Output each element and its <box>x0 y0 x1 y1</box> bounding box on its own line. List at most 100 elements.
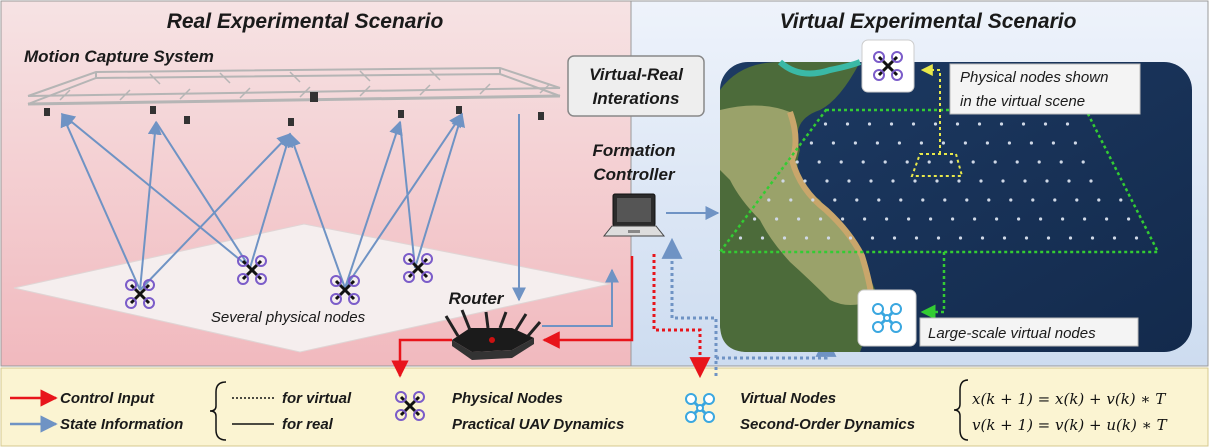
virtual-node-dot <box>919 141 924 145</box>
virtual-node-dot <box>1068 236 1073 240</box>
callout-line1: Physical nodes shown <box>960 69 1108 86</box>
virtual-node-dot <box>1045 179 1049 183</box>
callout-box <box>949 63 1141 115</box>
legend-brace <box>209 381 227 441</box>
large-scale-pointer <box>920 252 946 320</box>
virtual-node-dot <box>1043 122 1048 126</box>
router-label: Router <box>449 289 505 308</box>
virtual-node-dot <box>855 198 859 202</box>
state-link-router-laptop <box>542 268 619 327</box>
virtual-node-dot <box>941 141 946 145</box>
router-icon <box>444 309 542 360</box>
large-scale-label: Large-scale virtual nodes <box>928 325 1096 342</box>
virtual-node-dot <box>819 217 823 221</box>
virtual-node-dot <box>833 198 837 202</box>
virtual-node-dot <box>847 179 851 183</box>
virtual-node-dot <box>885 217 889 221</box>
virtual-node-dot <box>1097 198 1101 202</box>
virtual-node-dot <box>795 160 799 164</box>
virtual-node-dot <box>767 198 771 202</box>
virtual-node-dot <box>789 198 793 202</box>
virtual-node-dot <box>1015 160 1019 164</box>
virtual-node-dot <box>823 122 828 126</box>
virtual-node-dot <box>811 198 815 202</box>
state-link-virtual-dotted <box>661 237 718 376</box>
virtual-node-dot <box>977 122 982 126</box>
virtual-node-dot <box>1009 198 1013 202</box>
legend-physical-nodes: Physical Nodes <box>452 390 563 407</box>
virtual-node-dot <box>889 122 894 126</box>
virtual-node-dot <box>1061 217 1065 221</box>
virtual-node-dot <box>826 236 831 240</box>
state-observation-lines <box>60 112 526 302</box>
virtual-real-line2: Interations <box>593 89 680 108</box>
legend-second-order: Second-Order Dynamics <box>740 416 915 433</box>
virtual-node-dot <box>817 160 821 164</box>
legend-practical-dynamics: Practical UAV Dynamics <box>452 416 624 433</box>
virtual-node-dot <box>804 236 809 240</box>
state-link-virtual-scene-dotted <box>716 335 837 360</box>
virtual-node-dot <box>1029 141 1033 145</box>
legend-for-real: for real <box>282 416 334 433</box>
physical-in-virtual-outline <box>910 153 964 177</box>
virtual-node-dot <box>929 217 933 221</box>
virtual-node-dot <box>775 217 779 221</box>
virtual-node-dot <box>1090 236 1095 240</box>
virtual-node-dot <box>899 198 903 202</box>
virtual-node-dot <box>870 236 875 240</box>
callout-line2: in the virtual scene <box>960 93 1085 110</box>
virtual-node-dot <box>913 179 917 183</box>
virtual-node-dot <box>1021 122 1026 126</box>
virtual-node-dot <box>927 160 931 164</box>
virtual-node-dot <box>1083 217 1087 221</box>
equation-position: x(k + 1) = x(k) + v(k) ∗ T <box>972 390 1166 408</box>
virtual-node-dot <box>825 179 829 183</box>
virtual-node-dot <box>979 179 983 183</box>
equation-brace <box>953 379 969 441</box>
control-link-router-physical <box>391 338 452 378</box>
virtual-node-dots <box>738 122 1139 240</box>
virtual-node-dot <box>867 122 872 126</box>
virtual-node-dot <box>839 160 843 164</box>
legend-control-label: Control Input <box>60 390 155 407</box>
virtual-node-dot <box>993 160 997 164</box>
virtual-scenario-title: Virtual Experimental Scenario <box>780 10 1077 33</box>
virtual-node-dot <box>1039 217 1043 221</box>
virtual-real-box <box>567 55 705 117</box>
virtual-node-dot <box>980 236 985 240</box>
virtual-node-dot <box>1053 198 1057 202</box>
equation-velocity: v(k + 1) = v(k) + u(k) ∗ T <box>972 416 1168 434</box>
virtual-node-dot <box>1134 236 1139 240</box>
virtual-node-dot <box>963 141 968 145</box>
virtual-node-dot <box>914 236 919 240</box>
virtual-node-dot <box>1075 198 1079 202</box>
formation-line1: Formation <box>592 141 675 160</box>
virtual-node-dot <box>897 141 902 145</box>
virtual-node-dot <box>1119 198 1123 202</box>
virtual-node-dot <box>1127 217 1131 221</box>
virtual-node-dot <box>875 141 880 145</box>
virtual-node-dot <box>1081 160 1085 164</box>
virtual-node-dot <box>1024 236 1029 240</box>
virtual-node-dot <box>1031 198 1035 202</box>
virtual-node-dot <box>782 236 787 240</box>
real-scenario-title: Real Experimental Scenario <box>167 10 444 33</box>
virtual-node-dot <box>985 141 990 145</box>
virtual-node-dot <box>1046 236 1051 240</box>
virtual-node-dot <box>911 122 916 126</box>
virtual-node-dot <box>753 217 757 221</box>
virtual-node-dot <box>831 141 836 145</box>
virtual-node-dot <box>1112 236 1117 240</box>
virtual-node-dot <box>760 236 765 240</box>
virtual-node-dot <box>877 198 881 202</box>
experiment-floor <box>13 223 611 353</box>
virtual-node-dot <box>891 179 895 183</box>
virtual-node-dot <box>803 179 807 183</box>
control-link-laptop-router <box>542 256 634 349</box>
virtual-node-dot <box>1017 217 1021 221</box>
virtual-node-dot <box>861 160 865 164</box>
legend-for-virtual: for virtual <box>282 390 352 407</box>
virtual-node-dot <box>905 160 909 164</box>
virtual-node-dot <box>1059 160 1063 164</box>
